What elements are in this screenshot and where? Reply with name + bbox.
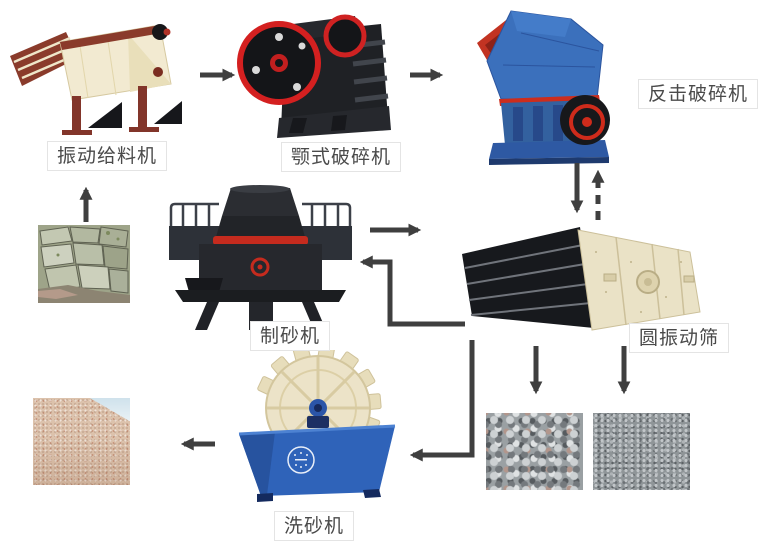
label-impact-crusher: 反击破碎机 (638, 79, 759, 109)
coarse-aggregate-photo (486, 413, 583, 490)
washed-sand-photo (33, 398, 130, 485)
jaw-crusher-image (233, 6, 393, 144)
sand-maker-image (163, 182, 358, 334)
vibrating-screen-image (456, 222, 708, 340)
arrow-screen-to-washer (409, 340, 475, 462)
label-sand-maker: 制砂机 (250, 321, 331, 351)
sand-photo-shade (33, 437, 130, 485)
vibrating-feeder-image (8, 12, 198, 142)
impact-crusher-image (473, 3, 628, 171)
label-jaw-crusher: 颚式破碎机 (281, 142, 402, 172)
label-sand-washer: 洗砂机 (274, 511, 355, 541)
raw-rock-photo (38, 225, 130, 303)
sand-washer-image (223, 350, 401, 508)
label-vibrating-screen: 圆振动筛 (629, 323, 730, 353)
fine-aggregate-photo (593, 413, 690, 490)
arrow-screen-to-sandmaker (359, 255, 465, 327)
label-vibrating-feeder: 振动给料机 (47, 141, 168, 171)
